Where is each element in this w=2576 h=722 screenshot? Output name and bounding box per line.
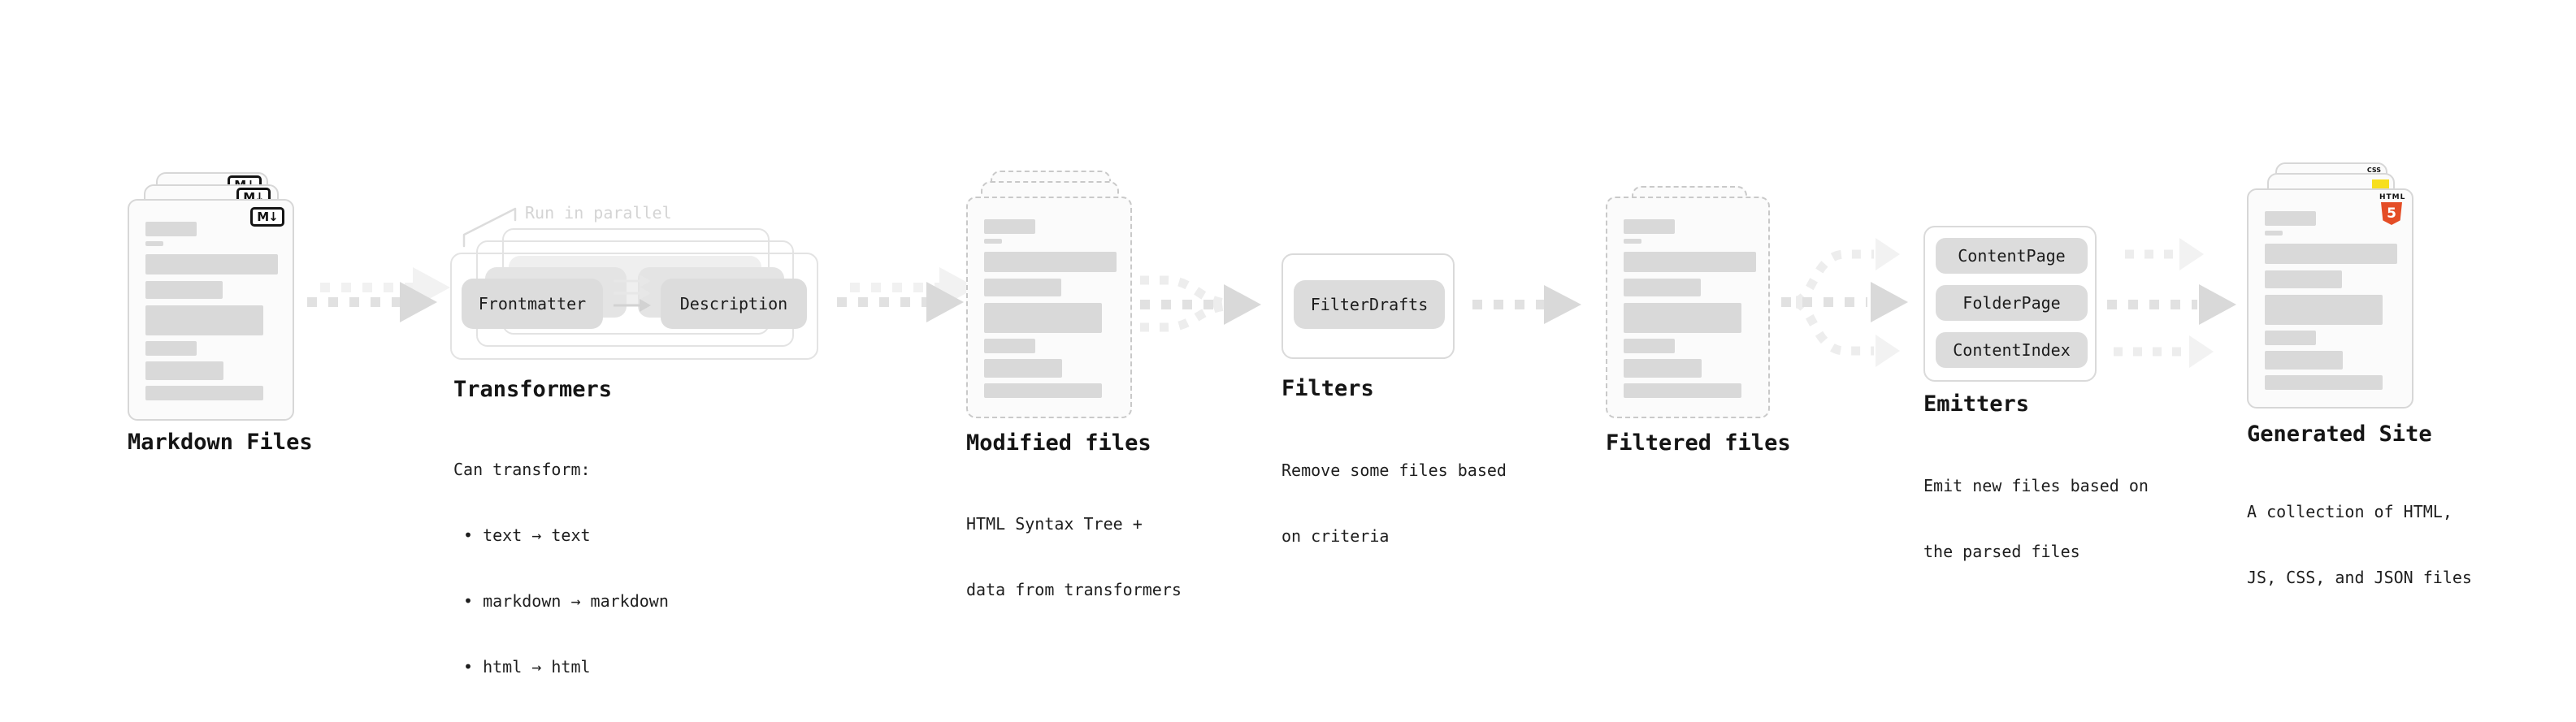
- arrow-transformers-to-modified: [837, 267, 977, 322]
- contentpage-pill: ContentPage: [1936, 238, 2088, 274]
- document-text-lines: [968, 198, 1130, 398]
- text-line-bar: [1624, 359, 1702, 378]
- arrow-filters-to-filtered: [1472, 285, 1581, 324]
- modified-files-title: Modified files: [966, 430, 1151, 456]
- arrow-modified-to-filters: [1140, 275, 1261, 332]
- text-line-bar: [1624, 239, 1641, 244]
- pipeline-diagram: M↓ M↓ M↓ Markdown Files Run in parallel …: [128, 162, 2472, 677]
- transformers-title: Transformers: [453, 377, 613, 402]
- text-line-bar: [145, 305, 263, 335]
- generated-file-card-front: HTML 5: [2247, 188, 2413, 409]
- text-line-bar: [984, 339, 1035, 353]
- text-line-bar: [1624, 339, 1675, 353]
- markdown-icon: M↓: [250, 207, 284, 227]
- description-pill: Description: [661, 279, 807, 329]
- generated-site-description: A collection of HTML, JS, CSS, and JSON …: [2247, 457, 2472, 633]
- text-line-bar: [2265, 331, 2316, 345]
- text-line-bar: [145, 254, 278, 275]
- transformers-bullet: • markdown → markdown: [463, 591, 669, 611]
- run-in-parallel-annotation: Run in parallel: [525, 203, 672, 223]
- modified-file-card-front: [966, 197, 1132, 418]
- text-line-bar: [984, 303, 1102, 333]
- emitters-description: Emit new files based on the parsed files: [1923, 431, 2149, 607]
- filterdrafts-pill: FilterDrafts: [1294, 280, 1445, 329]
- generated-site-title: Generated Site: [2247, 422, 2432, 447]
- transformers-desc-heading: Can transform:: [453, 460, 591, 479]
- transformers-bullet: • text → text: [463, 525, 591, 545]
- filters-description: Remove some files based on criteria: [1281, 416, 1507, 591]
- contentindex-pill: ContentIndex: [1936, 332, 2088, 368]
- transformer-run-outline-front: [450, 253, 818, 360]
- modified-files-desc-line: HTML Syntax Tree +: [966, 514, 1143, 534]
- text-line-bar: [145, 241, 163, 246]
- filters-desc-line: on criteria: [1281, 526, 1390, 546]
- text-line-bar: [2265, 244, 2397, 264]
- text-line-bar: [145, 281, 223, 299]
- text-line-bar: [2265, 295, 2383, 325]
- generated-site-desc-line: A collection of HTML,: [2247, 502, 2452, 521]
- arrows-layer: [307, 207, 2236, 368]
- filters-desc-line: Remove some files based: [1281, 460, 1507, 480]
- text-line-bar: [2265, 351, 2343, 370]
- html5-icon-shield: 5: [2381, 202, 2402, 225]
- transformer-parallel-arrows: [614, 275, 651, 312]
- transformers-bullet: • html → html: [463, 657, 591, 677]
- text-line-bar: [1624, 303, 1741, 333]
- modified-files-description: HTML Syntax Tree + data from transformer…: [966, 469, 1182, 645]
- frontmatter-pill: Frontmatter: [462, 279, 603, 329]
- text-line-bar: [1624, 279, 1701, 296]
- folderpage-pill: FolderPage: [1936, 285, 2088, 321]
- arrow-markdown-to-transformers: [307, 267, 450, 322]
- text-line-bar: [2265, 231, 2283, 236]
- document-text-lines: [129, 201, 293, 400]
- text-line-bar: [2265, 211, 2316, 226]
- text-line-bar: [1624, 252, 1756, 272]
- text-line-bar: [984, 359, 1062, 378]
- filtered-files-title: Filtered files: [1606, 430, 1791, 456]
- markdown-file-card-front: M↓: [128, 199, 294, 421]
- run-in-parallel-leader-line: [462, 207, 517, 248]
- emitters-desc-line: Emit new files based on: [1923, 476, 2149, 495]
- markdown-files-title: Markdown Files: [128, 430, 313, 455]
- emitters-title: Emitters: [1923, 391, 2030, 417]
- text-line-bar: [984, 219, 1035, 234]
- filters-box: FilterDrafts: [1281, 253, 1455, 359]
- arrow-emitters-to-generated: [2107, 238, 2236, 368]
- transformers-description: Can transform: • text → text • markdown …: [453, 415, 669, 722]
- document-text-lines: [1607, 198, 1768, 398]
- html5-icon: HTML 5: [2379, 193, 2406, 225]
- text-line-bar: [984, 252, 1117, 272]
- text-line-bar: [145, 361, 223, 380]
- text-line-bar: [145, 222, 197, 236]
- text-line-bar: [2265, 270, 2342, 288]
- text-line-bar: [1624, 219, 1675, 234]
- html5-icon-word: HTML: [2379, 193, 2406, 201]
- text-line-bar: [984, 239, 1002, 244]
- text-line-bar: [2265, 375, 2383, 390]
- js-icon: [2372, 179, 2389, 190]
- modified-files-desc-line: data from transformers: [966, 580, 1182, 599]
- text-line-bar: [984, 383, 1102, 398]
- text-line-bar: [145, 386, 263, 400]
- emitters-box: ContentPage FolderPage ContentIndex: [1923, 226, 2097, 382]
- document-text-lines: [2249, 190, 2412, 390]
- filtered-file-card-front: [1606, 197, 1770, 418]
- text-line-bar: [145, 341, 197, 356]
- text-line-bar: [984, 279, 1061, 296]
- filters-title: Filters: [1281, 376, 1374, 401]
- emitters-desc-line: the parsed files: [1923, 542, 2080, 561]
- generated-site-desc-line: JS, CSS, and JSON files: [2247, 568, 2472, 587]
- arrow-filtered-to-emitters: [1781, 238, 1908, 367]
- text-line-bar: [1624, 383, 1741, 398]
